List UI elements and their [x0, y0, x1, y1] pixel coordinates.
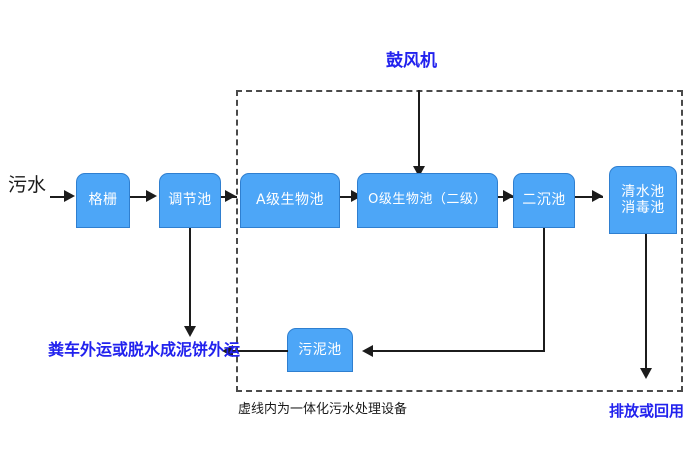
- node-equalization-tank[interactable]: 调节池: [159, 173, 221, 228]
- enclosure-caption: 虚线内为一体化污水处理设备: [238, 402, 408, 417]
- clarifier-sludge-down-line: [543, 228, 545, 352]
- effluent-line: [645, 234, 647, 372]
- grid-to-equalize-arrowhead: [146, 190, 157, 202]
- influent-connector-line: [50, 196, 66, 198]
- equalize-to-astage-arrowhead: [225, 190, 236, 202]
- node-clearwater-disinfection-tank[interactable]: 清水池 消毒池: [609, 166, 677, 234]
- discharge-label: 排放或回用: [609, 402, 685, 420]
- sludge-to-disposal-line: [228, 350, 288, 352]
- blower-feed-arrowhead: [413, 166, 425, 177]
- astage-to-ostage-arrowhead: [351, 190, 362, 202]
- grid-to-equalize-line: [130, 196, 148, 198]
- influent-arrowhead: [64, 190, 75, 202]
- blower-label: 鼓风机: [386, 51, 437, 71]
- node-a-stage-bioreactor[interactable]: A级生物池: [240, 173, 340, 228]
- node-sludge-tank[interactable]: 污泥池: [287, 328, 353, 372]
- equalize-drain-line: [189, 228, 191, 328]
- node-secondary-clarifier[interactable]: 二沉池: [513, 173, 575, 228]
- astage-to-ostage-line: [340, 196, 358, 198]
- influent-label: 污水: [8, 174, 47, 196]
- effluent-arrowhead: [640, 368, 652, 379]
- equalize-drain-arrowhead: [184, 326, 196, 337]
- ostage-to-clarifier-arrowhead: [503, 190, 514, 202]
- clarifier-to-clearwater-line: [575, 196, 603, 198]
- node-grid[interactable]: 格栅: [76, 173, 130, 228]
- clarifier-sludge-arrowhead: [362, 345, 373, 357]
- clarifier-to-clearwater-arrowhead: [592, 190, 603, 202]
- blower-feed-line: [418, 90, 420, 168]
- sludge-to-disposal-arrowhead: [222, 345, 233, 357]
- integrated-equipment-boundary: [236, 90, 683, 392]
- node-o-stage-bioreactor[interactable]: O级生物池（二级）: [357, 173, 498, 228]
- sludge-disposal-label: 粪车外运或脱水成泥饼外运: [48, 340, 241, 359]
- clarifier-sludge-left-line: [370, 350, 545, 352]
